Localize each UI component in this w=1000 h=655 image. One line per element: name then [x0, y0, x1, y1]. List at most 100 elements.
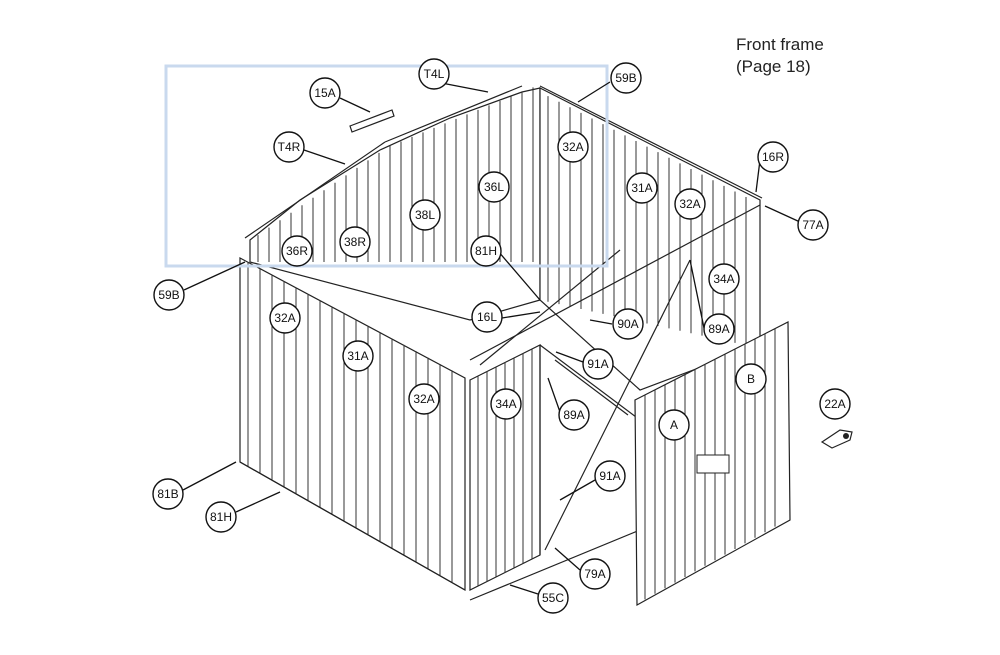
- leader-81B: [182, 461, 237, 491]
- callout-circle: [626, 172, 658, 204]
- callout-36L: 36L: [478, 171, 510, 203]
- callout-31A-right: 31A: [626, 172, 658, 204]
- leader-lines: [182, 79, 801, 595]
- leader-91A-top: [555, 351, 584, 363]
- leader-55C: [509, 584, 539, 595]
- callout-34A-front: 34A: [490, 388, 522, 420]
- leader-89A-front: [547, 377, 561, 413]
- callout-90A: 90A: [612, 308, 644, 340]
- callout-34A-right: 34A: [708, 263, 740, 295]
- callout-circle: [339, 226, 371, 258]
- ridge-cap-part: [349, 109, 395, 133]
- callout-T4R: T4R: [273, 131, 305, 163]
- callout-91A-bottom: 91A: [594, 460, 626, 492]
- callout-circle: [610, 62, 642, 94]
- callout-55C: 55C: [537, 582, 569, 614]
- callout-label: 59B: [158, 288, 179, 302]
- leader-79A: [554, 547, 581, 571]
- callout-label: 32A: [679, 197, 700, 211]
- leader-16R: [755, 159, 761, 193]
- callout-label: 34A: [713, 272, 734, 286]
- callout-81B: 81B: [152, 478, 184, 510]
- callout-circle: [490, 388, 522, 420]
- callout-32A-left: 32A: [269, 302, 301, 334]
- leader-15A: [339, 97, 371, 113]
- door-frame: [539, 259, 691, 555]
- callout-81H-bottom: 81H: [205, 501, 237, 533]
- callout-label: A: [670, 418, 678, 432]
- callout-circle: [582, 348, 614, 380]
- callout-circle: [269, 302, 301, 334]
- callout-label: 81H: [475, 244, 497, 258]
- callout-89A-front: 89A: [558, 399, 590, 431]
- callout-label: B: [747, 372, 755, 386]
- callout-circle: [797, 209, 829, 241]
- callout-circle: [408, 383, 440, 415]
- callout-circle: [558, 399, 590, 431]
- highlight-box: [164, 64, 609, 268]
- leader-81H-top: [497, 250, 541, 301]
- callout-label: 32A: [274, 311, 295, 325]
- callout-label: 32A: [562, 140, 583, 154]
- callout-89A-right: 89A: [703, 313, 735, 345]
- leader-T4R: [303, 149, 346, 165]
- callout-B: B: [735, 363, 767, 395]
- callout-label: 38R: [344, 235, 366, 249]
- callout-label: 89A: [708, 322, 729, 336]
- callout-59B-left: 59B: [153, 279, 185, 311]
- callout-label: 36R: [286, 244, 308, 258]
- callout-label: 34A: [495, 397, 516, 411]
- leader-90A: [589, 319, 613, 325]
- callout-circle: [281, 235, 313, 267]
- caption-line-1: Front frame: [736, 35, 824, 54]
- callout-circle: [703, 313, 735, 345]
- callout-16L: 16L: [471, 301, 503, 333]
- callout-91A-top: 91A: [582, 348, 614, 380]
- callout-circle: [537, 582, 569, 614]
- callout-36R: 36R: [281, 235, 313, 267]
- callout-label: 36L: [484, 180, 504, 194]
- callout-label: 81H: [210, 510, 232, 524]
- callout-79A: 79A: [579, 558, 611, 590]
- callout-81H-top: 81H: [470, 235, 502, 267]
- leader-77A: [764, 205, 801, 223]
- callout-A: A: [658, 409, 690, 441]
- callout-label: 55C: [542, 591, 564, 605]
- callout-circle: [273, 131, 305, 163]
- callout-label: 91A: [587, 357, 608, 371]
- callout-label: 79A: [584, 567, 605, 581]
- callout-label: T4R: [278, 140, 301, 154]
- callout-circle: [819, 388, 851, 420]
- leader-89A-right: [689, 259, 705, 329]
- callout-circle: [757, 141, 789, 173]
- callout-15A: 15A: [309, 77, 341, 109]
- callout-label: 38L: [415, 208, 435, 222]
- callout-label: 31A: [631, 181, 652, 195]
- leader-16L: [501, 311, 541, 319]
- callout-circle: [735, 363, 767, 395]
- callout-circle: [658, 409, 690, 441]
- leader-59B-top: [577, 81, 611, 103]
- callout-59B-top: 59B: [610, 62, 642, 94]
- latch-part: [820, 429, 853, 449]
- callout-circle: [152, 478, 184, 510]
- callout-circle: [205, 501, 237, 533]
- floor-rails: [239, 461, 641, 601]
- callout-16R: 16R: [757, 141, 789, 173]
- callout-label: 90A: [617, 317, 638, 331]
- front-left-panel: [469, 344, 541, 591]
- callout-77A: 77A: [797, 209, 829, 241]
- callout-circle: [309, 77, 341, 109]
- callout-label: 16R: [762, 150, 784, 164]
- callout-label: 91A: [599, 469, 620, 483]
- caption-line-2: (Page 18): [736, 57, 811, 76]
- callout-circle: [579, 558, 611, 590]
- callout-circle: [153, 279, 185, 311]
- rear-gable-wall: [249, 87, 541, 321]
- callout-circle: [612, 308, 644, 340]
- callout-circle: [409, 199, 441, 231]
- caption: Front frame (Page 18): [736, 34, 824, 78]
